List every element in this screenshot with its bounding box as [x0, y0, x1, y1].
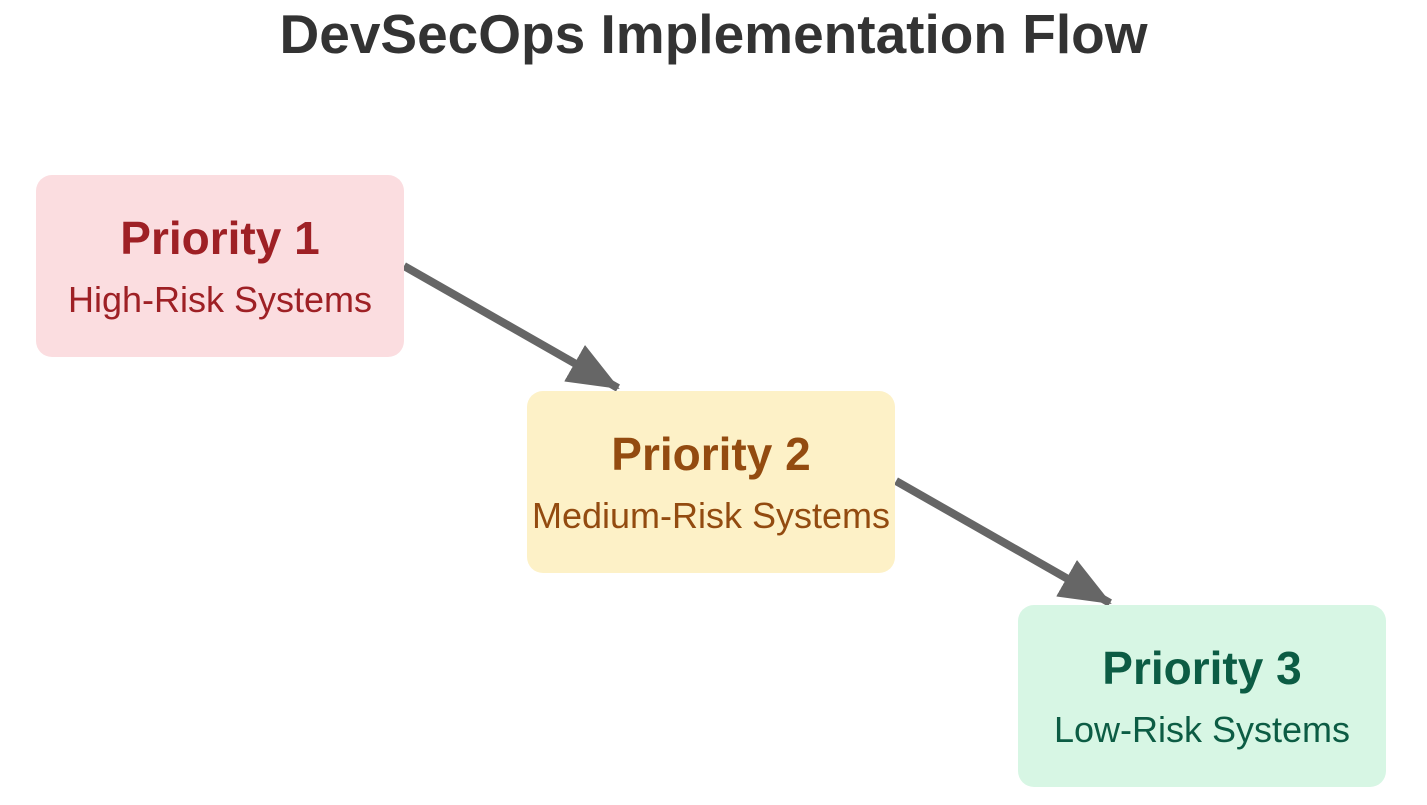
edge-priority1-priority2	[402, 262, 620, 392]
node-priority-3: Priority 3 Low-Risk Systems	[1018, 605, 1386, 787]
node-priority-1-sublabel: High-Risk Systems	[67, 278, 373, 320]
node-priority-1-label: Priority 1	[120, 211, 320, 264]
node-priority-2: Priority 2 Medium-Risk Systems	[527, 391, 895, 573]
node-priority-3-label: Priority 3	[1102, 641, 1302, 694]
node-priority-2-sublabel: Medium-Risk Systems	[531, 494, 891, 536]
node-priority-3-sublabel: Low-Risk Systems	[1053, 708, 1351, 750]
node-priority-2-label: Priority 2	[611, 427, 811, 480]
diagram-title: DevSecOps Implementation Flow	[279, 3, 1148, 65]
edge-priority2-priority3	[894, 477, 1112, 607]
node-priority-1: Priority 1 High-Risk Systems	[36, 175, 404, 357]
